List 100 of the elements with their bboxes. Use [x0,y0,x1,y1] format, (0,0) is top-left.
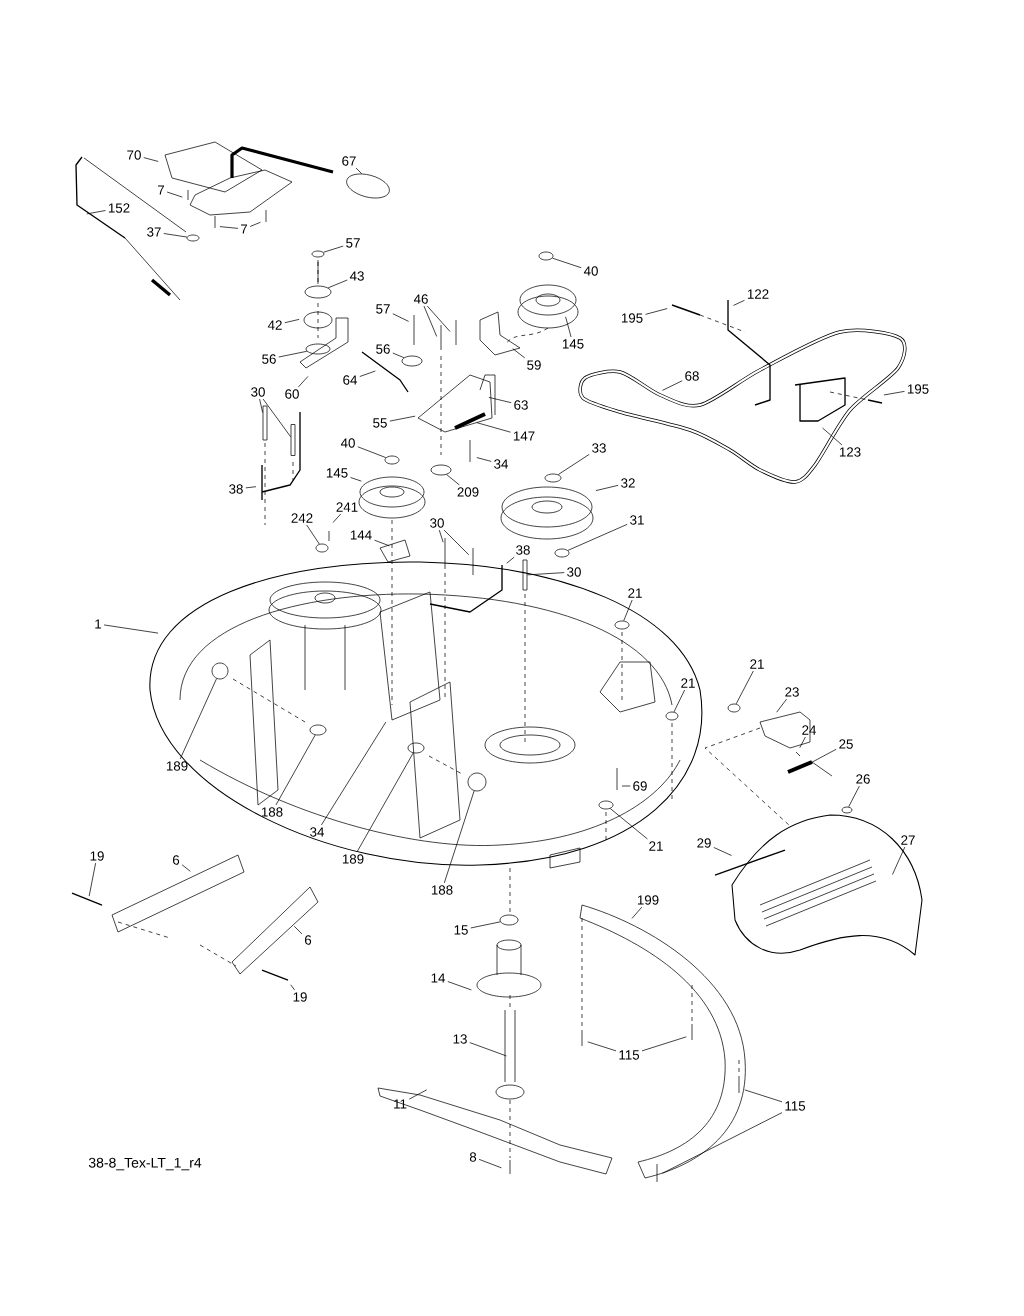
leader-line [565,316,572,338]
callout-number: 68 [685,371,699,381]
leader-line [478,1158,502,1169]
callout-number: 69 [633,781,647,791]
leader-line [799,736,806,749]
leader-line [892,846,906,875]
washer [407,742,425,754]
callout-number: 57 [346,238,360,248]
callout-number: 209 [457,487,479,497]
leader-line [469,1042,507,1057]
bolt [522,559,528,591]
bolt [290,424,296,456]
leader-line [713,847,732,856]
callout-number: 34 [310,827,325,837]
callout-number: 27 [901,835,915,845]
washer [430,464,452,476]
callout-number: 188 [261,807,283,817]
callout-number: 59 [527,360,541,370]
leader-line [776,698,787,713]
leader-line [408,1089,428,1100]
washer [401,355,423,367]
leader-line [86,210,106,215]
callout-number: 29 [697,838,711,848]
callout-number: 23 [785,687,799,697]
leader-line [327,279,348,289]
leader-line [446,474,460,486]
callout-number: 43 [349,271,364,281]
callout-number: 145 [562,339,584,349]
leader-line [389,415,416,422]
washer [665,711,679,721]
washer [727,703,741,713]
callout-number: 7 [158,185,165,195]
callout-number: 8 [469,1152,477,1162]
leader-line [641,1036,687,1052]
bolt [262,405,268,441]
washer [211,662,229,680]
leader-line [552,257,582,269]
callout-number: 14 [431,973,446,983]
leader-line [848,785,860,808]
leader-line [181,864,191,872]
leader-line [645,308,668,315]
leader-line [262,398,291,438]
callout-number: 21 [681,678,695,688]
leader-line [88,862,96,897]
leader-line [512,348,526,359]
callout-number: 242 [291,513,313,523]
callout-number: 123 [839,447,861,457]
callout-number: 57 [376,304,390,314]
leader-line [673,689,685,713]
washer [544,473,562,483]
leader-line [166,191,183,198]
drawing-number: 38-8_Tex-LT_1_r4 [88,1157,202,1171]
callout-number: 60 [285,389,299,399]
leader-line [476,457,492,462]
washer [467,772,487,792]
leader-line [278,350,308,358]
leader-line [735,670,754,705]
leader-line [557,454,590,475]
leader-line [587,1041,617,1052]
callout-number: 32 [621,478,635,488]
leader-line [447,981,472,991]
callout-number: 30 [567,567,581,577]
callout-number: 189 [166,761,188,771]
callout-number: 6 [304,935,312,945]
callout-number: 145 [326,468,348,478]
leader-line [883,391,905,396]
leader-line [163,233,188,238]
leader-line [259,398,263,413]
callout-number: 63 [514,400,528,410]
callout-number: 144 [350,530,372,540]
callout-number: 55 [373,418,387,428]
callout-number: 30 [430,518,444,528]
callout-number: 13 [453,1034,467,1044]
callout-number: 38 [516,545,530,555]
leader-line [443,790,475,884]
leader-line [443,529,470,556]
leader-line [595,484,619,491]
leader-line [623,599,633,622]
leader-line [662,380,683,391]
callout-number: 37 [147,227,161,237]
callout-number: 147 [513,431,535,441]
leader-line [245,486,257,489]
leader-line [733,299,745,306]
leader-line [392,352,405,358]
callout-number: 115 [619,1050,640,1060]
leader-line [488,397,512,404]
leader-line [219,226,239,229]
callout-number: 21 [750,659,764,669]
leader-line [321,721,387,826]
callout-number: 195 [907,384,929,394]
leader-line [470,921,501,929]
callout-number: 6 [172,855,180,865]
leader-line [423,305,438,337]
callout-number: 7 [241,224,248,234]
callout-number: 21 [628,588,642,598]
callout-number: 122 [747,289,769,299]
washer [384,455,400,465]
washer [538,251,554,261]
callout-number: 15 [454,925,468,935]
leader-line [662,1112,783,1174]
